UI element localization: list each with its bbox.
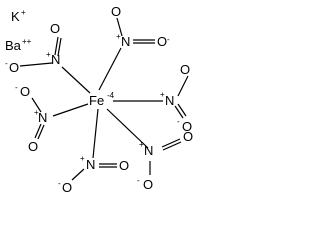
bond-n5-o-single (71, 168, 85, 181)
potassium-charge: + (21, 8, 26, 17)
barium-ion: Ba ++ (5, 37, 32, 53)
nitrogen: N (86, 157, 95, 172)
bond-n4-o-double-a (34, 123, 42, 139)
oxygen-single: O (62, 180, 72, 195)
nitrogen: N (121, 34, 130, 49)
bond-n4-o-single (31, 97, 42, 113)
nitrogen-charge: + (160, 90, 165, 99)
bond-n1-o-single (19, 62, 53, 67)
bond-n3-o-double-b (177, 103, 187, 117)
oxygen-double: O (119, 158, 129, 173)
nitrogen-charge: + (46, 50, 51, 59)
nitrogen: N (38, 110, 47, 125)
nitro-ligand-3: O + N - O (160, 62, 192, 134)
iron-charge: -4 (107, 91, 115, 100)
bond-n3-o-single (177, 75, 189, 97)
oxygen-double: O (180, 62, 190, 77)
bond-fe-n6 (106, 108, 149, 149)
potassium-ion: K + (11, 8, 26, 24)
oxygen-double: O (111, 4, 121, 19)
nitrogen: N (165, 93, 174, 108)
nitro-ligand-5: + N O - O (58, 154, 129, 195)
bond-n6-o-double-a (161, 138, 181, 148)
bond-fe-n2 (98, 47, 122, 91)
oxygen-charge: - (167, 35, 170, 44)
nitrogen-charge: + (139, 140, 144, 149)
bond-n3-o-double-a (174, 105, 184, 119)
iron-center: Fe -4 (89, 91, 115, 108)
oxygen-double: O (50, 21, 60, 36)
bond-fe-n4 (52, 103, 89, 117)
fe-n-bonds (52, 47, 163, 159)
potassium-symbol: K (11, 9, 20, 24)
bond-n6-o-double-b (162, 141, 182, 151)
bond-n2-o-single (116, 17, 123, 37)
oxygen-single: O (157, 34, 167, 49)
nitrogen-charge: + (34, 108, 39, 117)
nitrogen: N (51, 52, 60, 67)
bond-n1-o-double-a (54, 36, 59, 56)
oxygen-double: O (183, 129, 193, 144)
n-o-bonds (19, 17, 189, 181)
iron-symbol: Fe (89, 93, 104, 108)
nitro-ligand-6: + N O - O (137, 129, 193, 192)
oxygen-single: O (20, 84, 30, 99)
nitrogen-charge: + (116, 32, 121, 41)
oxygen-charge: - (58, 179, 61, 188)
oxygen-single: O (182, 119, 192, 134)
bond-fe-n1 (61, 66, 91, 94)
bond-fe-n5 (92, 108, 99, 159)
oxygen-single: O (9, 60, 19, 75)
bond-n1-o-double-b (57, 37, 62, 57)
nitrogen: N (144, 143, 153, 158)
oxygen-charge: - (137, 176, 140, 185)
nitro-ligand-2: O + N O - (111, 4, 170, 49)
oxygen-charge: - (5, 59, 8, 68)
bond-n4-o-double-b (37, 124, 45, 140)
structure-diagram: K + Ba ++ (5, 4, 193, 195)
nitro-ligand-1: - O O + N (5, 21, 60, 75)
oxygen-double: O (28, 139, 38, 154)
oxygen-single: O (143, 177, 153, 192)
oxygen-charge: - (177, 117, 180, 126)
nitro-ligand-4: - O + N O (15, 83, 47, 154)
oxygen-charge: - (15, 83, 18, 92)
nitrogen-charge: + (80, 154, 85, 163)
barium-symbol: Ba (5, 38, 22, 53)
barium-charge: ++ (22, 37, 32, 46)
